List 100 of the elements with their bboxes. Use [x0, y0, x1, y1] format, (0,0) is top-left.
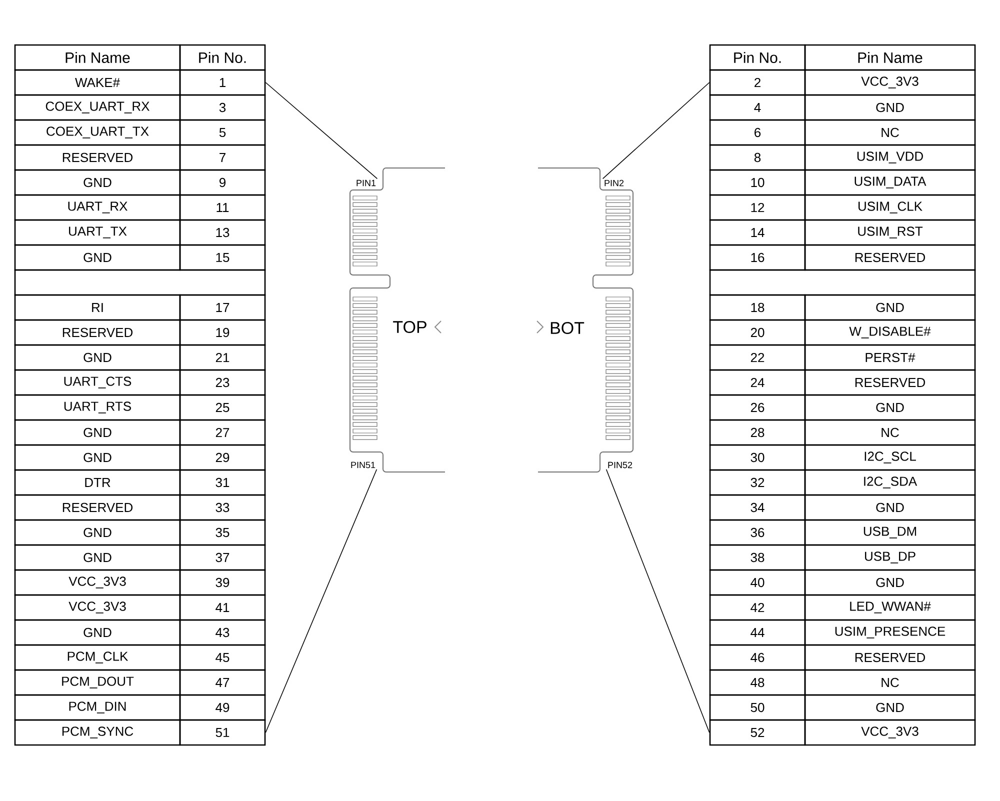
table-cell: VCC_3V3: [804, 719, 976, 746]
table-cell: COEX_UART_TX: [14, 119, 181, 146]
leader-line: [606, 469, 710, 733]
table-cell: 11: [179, 194, 266, 221]
table-cell: 36: [709, 519, 806, 546]
table-cell: 51: [179, 719, 266, 746]
table-cell: 37: [179, 544, 266, 571]
table-cell: USIM_RST: [804, 219, 976, 246]
table-cell: 4: [709, 94, 806, 121]
table-cell: 6: [709, 119, 806, 146]
header-cell: Pin No.: [709, 44, 806, 71]
table-cell: WAKE#: [14, 69, 181, 96]
table-cell: 19: [179, 319, 266, 346]
table-cell: RESERVED: [804, 244, 976, 271]
table-cell: 17: [179, 294, 266, 321]
table-cell: W_DISABLE#: [804, 319, 976, 346]
table-cell: GND: [14, 169, 181, 196]
table-cell: 24: [709, 369, 806, 396]
table-cell: I2C_SDA: [804, 469, 976, 496]
table-cell: RESERVED: [804, 369, 976, 396]
table-cell: GND: [804, 94, 976, 121]
table-cell: USB_DP: [804, 544, 976, 571]
table-cell: 49: [179, 694, 266, 721]
table-cell: 29: [179, 444, 266, 471]
table-cell: 22: [709, 344, 806, 371]
table-cell: LED_WWAN#: [804, 594, 976, 621]
table-cell: 31: [179, 469, 266, 496]
table-cell: 39: [179, 569, 266, 596]
header-cell: Pin No.: [179, 44, 266, 71]
table-cell: PERST#: [804, 344, 976, 371]
leader-line: [265, 468, 378, 733]
table-cell: 28: [709, 419, 806, 446]
table-cell: PCM_DIN: [14, 694, 181, 721]
table-cell: GND: [804, 694, 976, 721]
table-cell: 14: [709, 219, 806, 246]
table-cell: 33: [179, 494, 266, 521]
table-cell: PCM_DOUT: [14, 669, 181, 696]
table-cell: NC: [804, 119, 976, 146]
table-cell: 41: [179, 594, 266, 621]
table-cell: UART_CTS: [14, 369, 181, 396]
table-cell: GND: [804, 494, 976, 521]
table-cell: GND: [804, 394, 976, 421]
table-cell: GND: [14, 544, 181, 571]
table-cell: 40: [709, 569, 806, 596]
leader-line: [265, 82, 378, 180]
table-cell: 12: [709, 194, 806, 221]
table-cell: 10: [709, 169, 806, 196]
table-cell: RESERVED: [804, 644, 976, 671]
table-cell: GND: [14, 519, 181, 546]
table-cell: RESERVED: [14, 319, 181, 346]
table-cell: RI: [14, 294, 181, 321]
leader-line: [602, 82, 710, 180]
table-cell: USIM_PRESENCE: [804, 619, 976, 646]
table-cell: 32: [709, 469, 806, 496]
side-label: BOT: [550, 322, 584, 334]
table-cell: 13: [179, 219, 266, 246]
table-cell: 23: [179, 369, 266, 396]
table-cell: DTR: [14, 469, 181, 496]
side-label: TOP: [393, 320, 426, 334]
table-cell: GND: [14, 244, 181, 271]
table-cell: 26: [709, 394, 806, 421]
table-cell: UART_RX: [14, 194, 181, 221]
table-cell: 3: [179, 94, 266, 121]
table-cell: RESERVED: [14, 144, 181, 171]
table-cell: UART_RTS: [14, 394, 181, 421]
table-cell: 7: [179, 144, 266, 171]
pin-label: PIN52: [608, 462, 632, 468]
header-cell: Pin Name: [14, 44, 181, 71]
table-cell: 43: [179, 619, 266, 646]
table-cell: 46: [709, 644, 806, 671]
table-cell: 38: [709, 544, 806, 571]
table-cell: 9: [179, 169, 266, 196]
table-cell: VCC_3V3: [804, 69, 976, 96]
table-cell: VCC_3V3: [14, 594, 181, 621]
table-cell: 20: [709, 319, 806, 346]
table-cell: NC: [804, 669, 976, 696]
table-cell: 18: [709, 294, 806, 321]
table-cell: 47: [179, 669, 266, 696]
table-cell: 52: [709, 719, 806, 746]
table-cell: 35: [179, 519, 266, 546]
table-cell: 2: [709, 69, 806, 96]
table-cell: 45: [179, 644, 266, 671]
table-cell: 1: [179, 69, 266, 96]
header-cell: Pin Name: [804, 44, 976, 71]
table-cell: I2C_SCL: [804, 444, 976, 471]
pin-label: PIN51: [351, 462, 376, 468]
table-cell: GND: [14, 419, 181, 446]
table-cell: 42: [709, 594, 806, 621]
table-cell: 30: [709, 444, 806, 471]
pin-label: PIN2: [604, 180, 624, 186]
table-cell: 21: [179, 344, 266, 371]
table-cell: GND: [804, 294, 976, 321]
table-cell: 27: [179, 419, 266, 446]
table-cell: COEX_UART_RX: [14, 94, 181, 121]
table-cell: 25: [179, 394, 266, 421]
table-cell: NC: [804, 419, 976, 446]
table-cell: GND: [14, 619, 181, 646]
table-cell: 44: [709, 619, 806, 646]
table-cell: 15: [179, 244, 266, 271]
table-cell: 50: [709, 694, 806, 721]
